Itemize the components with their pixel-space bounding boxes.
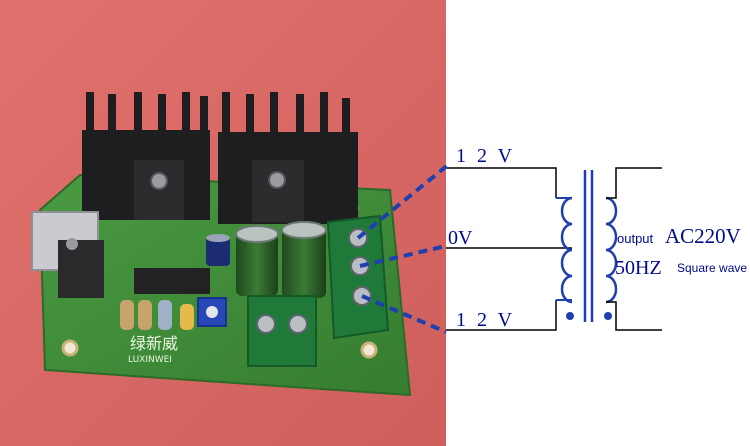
callout-bottom-input (361, 294, 447, 334)
electrolytic-capacitor (235, 225, 279, 296)
output-prefix-label: output (617, 231, 654, 246)
terminal-label-top: 1 2 V (456, 145, 516, 167)
wire-top-input (446, 167, 557, 198)
regulator-heatsink (31, 211, 104, 298)
terminal-label-bottom: 1 2 V (456, 309, 516, 331)
output-frequency-label: 50HZ (615, 257, 662, 279)
callout-center-tap (359, 244, 447, 268)
electrolytic-capacitor (281, 221, 327, 298)
schematic-panel (446, 0, 750, 446)
heatsink-right (218, 92, 358, 224)
terminal-label-center: 0V (448, 227, 473, 249)
resistor-array (120, 300, 194, 330)
ic-chip (134, 268, 210, 294)
secondary-winding (605, 196, 618, 304)
output-terminal-block (247, 295, 317, 367)
wire-bottom-input (446, 300, 557, 331)
callout-top-input (356, 163, 450, 240)
product-photo (0, 0, 446, 446)
pcb-brand-en: LUXINWEI (128, 355, 172, 365)
heatsink-left (82, 92, 210, 220)
input-terminal-block (326, 214, 390, 340)
wire-output-bottom (606, 301, 662, 331)
pcb-brand-cn: 绿新威 (130, 334, 179, 353)
output-voltage-label: AC220V (665, 224, 741, 248)
output-waveform-label: Square wave (677, 261, 748, 275)
primary-winding (560, 196, 573, 304)
small-capacitor (206, 234, 230, 266)
polarity-dot-secondary (604, 312, 612, 320)
mounting-hole (61, 339, 79, 357)
polarity-dot-primary (566, 312, 574, 320)
wire-output-top (606, 167, 662, 199)
mounting-hole (360, 341, 378, 359)
